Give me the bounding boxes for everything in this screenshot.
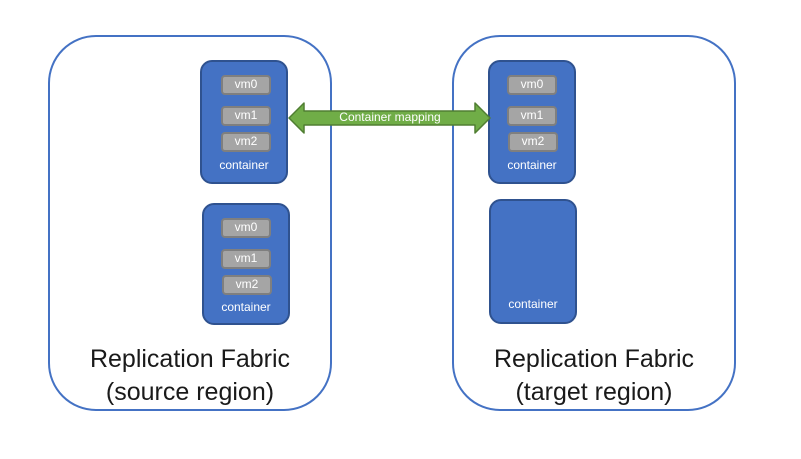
container-label: container (508, 297, 558, 311)
container-label: container (221, 300, 271, 314)
source-container-2: vm0 vm1 vm2 container (202, 203, 290, 325)
container-mapping-label: Container mapping (339, 110, 441, 124)
target-container-2: container (489, 199, 577, 324)
source-fabric-subtitle: (source region) (105, 378, 275, 406)
source-fabric-title: Replication Fabric (89, 345, 291, 373)
target-container-1: vm0 vm1 vm2 container (488, 60, 576, 184)
container-label: container (507, 158, 557, 172)
vm-box: vm0 (221, 218, 271, 238)
vm-box: vm1 (221, 249, 271, 269)
vm-box: vm2 (508, 132, 558, 152)
double-arrow-shape (288, 102, 491, 134)
vm-box: vm2 (222, 275, 272, 295)
target-fabric-title: Replication Fabric (493, 345, 695, 373)
target-fabric-subtitle: (target region) (515, 378, 673, 406)
vm-box: vm2 (221, 132, 271, 152)
vm-box: vm0 (221, 75, 271, 95)
vm-box: vm0 (507, 75, 557, 95)
container-label: container (219, 158, 269, 172)
vm-box: vm1 (221, 106, 271, 126)
vm-box: vm1 (507, 106, 557, 126)
source-container-1: vm0 vm1 vm2 container (200, 60, 288, 184)
